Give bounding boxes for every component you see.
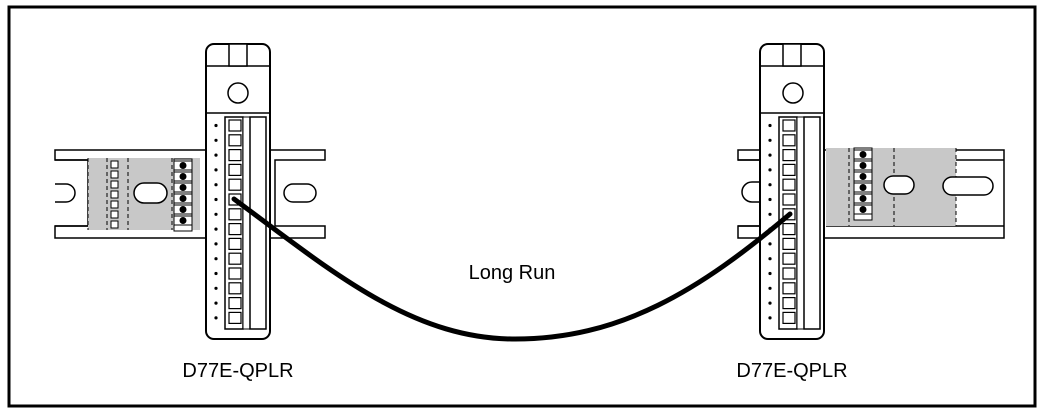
terminal-dot bbox=[768, 153, 772, 157]
terminal-slot bbox=[228, 134, 242, 147]
right-module-terminals bbox=[768, 119, 796, 324]
terminal-slot bbox=[228, 237, 242, 250]
terminal-slot bbox=[228, 119, 242, 132]
terminal-dot bbox=[768, 138, 772, 142]
left-module-led-icon bbox=[227, 82, 249, 104]
terminal-slot bbox=[782, 252, 796, 265]
terminal-dot bbox=[214, 271, 218, 276]
terminal-dot bbox=[768, 212, 772, 216]
terminal-dot bbox=[214, 242, 218, 246]
terminal-dot bbox=[214, 301, 218, 305]
terminal-dot bbox=[214, 286, 218, 290]
terminal-slot bbox=[782, 297, 796, 310]
terminal-dot bbox=[214, 153, 218, 157]
terminal-slot bbox=[782, 267, 796, 280]
terminal-dot bbox=[214, 316, 218, 320]
terminal-dot bbox=[214, 138, 218, 142]
terminal-dot bbox=[768, 197, 772, 202]
terminal-slot bbox=[782, 163, 796, 176]
terminal-dot bbox=[768, 316, 772, 320]
terminal-dot bbox=[768, 123, 772, 128]
right-module bbox=[759, 43, 825, 340]
terminal-slot bbox=[782, 178, 796, 191]
terminal-slot bbox=[228, 149, 242, 162]
terminal-slot bbox=[228, 223, 242, 236]
terminal-slot bbox=[228, 178, 242, 191]
terminal-dot bbox=[214, 168, 218, 172]
terminal-dot bbox=[768, 271, 772, 276]
terminal-dot bbox=[768, 242, 772, 246]
left-module-terminals bbox=[214, 119, 242, 324]
terminal-dot bbox=[214, 183, 218, 187]
terminal-dot bbox=[214, 257, 218, 261]
terminal-dot bbox=[768, 168, 772, 172]
terminal-slot bbox=[782, 134, 796, 147]
terminal-dot bbox=[214, 123, 218, 128]
left-module bbox=[205, 43, 271, 340]
right-module-label: D77E-QPLR bbox=[736, 360, 847, 382]
terminal-slot bbox=[228, 208, 242, 221]
terminal-slot bbox=[228, 311, 242, 324]
terminal-slot bbox=[782, 223, 796, 236]
terminal-slot bbox=[782, 193, 796, 206]
terminal-dot bbox=[768, 257, 772, 261]
terminal-slot bbox=[228, 267, 242, 280]
terminal-dot bbox=[214, 212, 218, 216]
terminal-dot bbox=[214, 227, 218, 231]
long-run-cable bbox=[231, 196, 793, 342]
terminal-slot bbox=[782, 282, 796, 295]
terminal-slot bbox=[782, 311, 796, 324]
terminal-slot bbox=[228, 252, 242, 265]
terminal-slot bbox=[782, 119, 796, 132]
terminal-slot bbox=[228, 297, 242, 310]
left-module-label: D77E-QPLR bbox=[182, 360, 293, 382]
terminal-slot bbox=[228, 163, 242, 176]
terminal-slot bbox=[782, 149, 796, 162]
terminal-slot bbox=[782, 237, 796, 250]
terminal-dot bbox=[768, 286, 772, 290]
terminal-dot bbox=[768, 183, 772, 187]
cable-label: Long Run bbox=[469, 262, 556, 284]
terminal-slot bbox=[228, 282, 242, 295]
terminal-dot bbox=[768, 301, 772, 305]
right-module-led-icon bbox=[782, 82, 804, 104]
terminal-dot bbox=[214, 197, 218, 202]
